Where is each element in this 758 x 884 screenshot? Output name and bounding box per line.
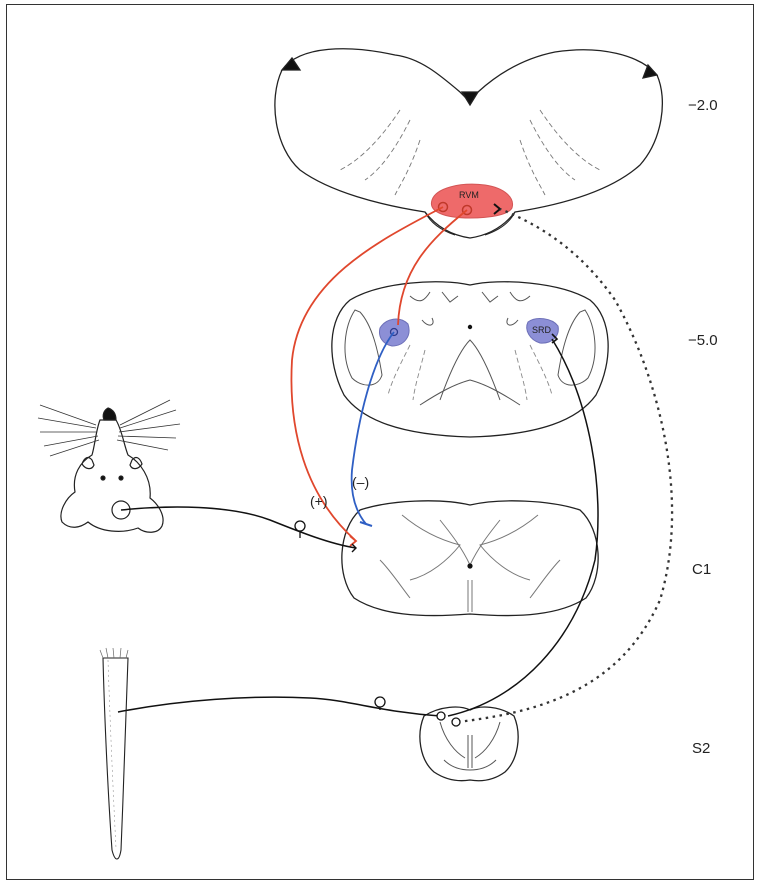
level-label-s2: S2 [692,740,710,757]
rat-head-illustration [38,400,180,532]
srd-to-c1-pathway [352,332,394,524]
rvm-label: RVM [459,190,479,200]
s2-neuron-left [437,712,445,720]
level-label-upper: −2.0 [688,97,718,114]
srd-label: SRD [532,325,551,335]
s2-to-rvm-dotted-pathway [458,209,672,722]
tail-afferent-pathway [118,697,440,716]
excitatory-sign-label: (+) [310,493,328,509]
medulla-section [332,282,608,437]
level-label-c1: C1 [692,561,711,578]
tail-illustration [100,648,128,859]
tail-afferent-ganglion [375,697,385,707]
ear-afferent-pathway [121,507,356,548]
s2-neuron-right [452,718,460,726]
inhibitory-sign-label: (–) [352,474,369,490]
s2-spinal-section [420,707,518,781]
ear-afferent-ganglion [295,521,305,531]
rvm-to-srd-pathway [398,210,467,325]
c1-spinal-section [342,501,598,616]
s2-to-srd-pathway [448,339,598,716]
level-label-medulla: −5.0 [688,332,718,349]
